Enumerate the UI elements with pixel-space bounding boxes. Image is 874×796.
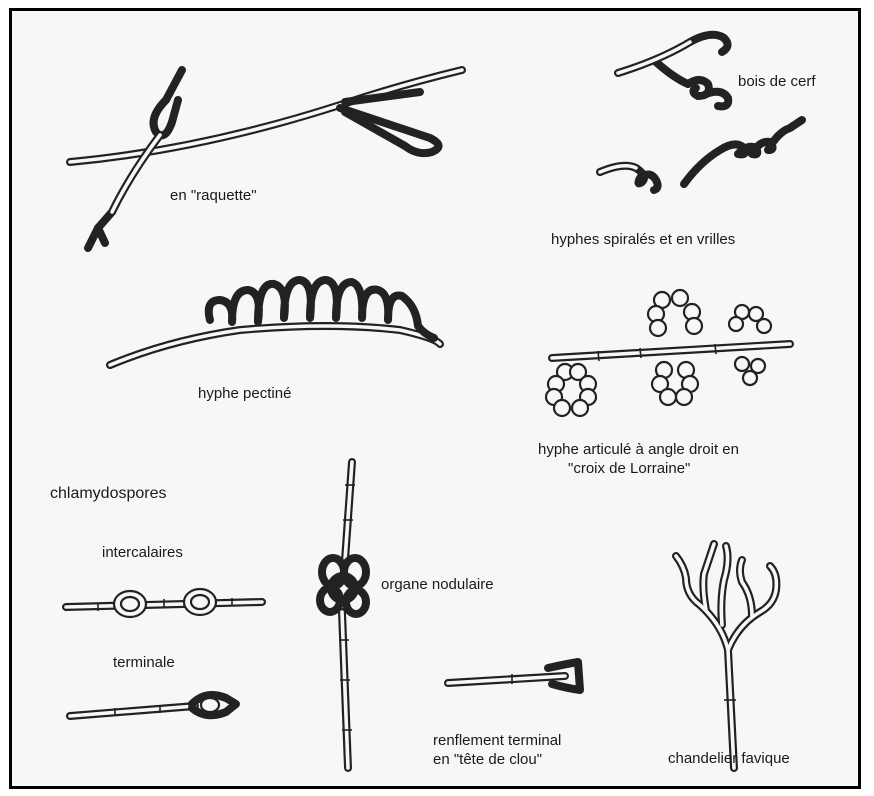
terminal-chlamydospore-drawing — [70, 695, 236, 716]
label-pectine: hyphe pectiné — [198, 384, 291, 403]
raquette-hyphae-drawing — [70, 70, 462, 248]
spiral-hyphae-drawing — [600, 120, 802, 190]
label-intercalaires: intercalaires — [102, 543, 183, 562]
label-articule-line1: hyphe articulé à angle droit en — [538, 440, 739, 459]
label-bois-de-cerf: bois de cerf — [738, 72, 816, 91]
label-tete-line2: en "tête de clou" — [433, 750, 542, 769]
label-tete-line1: renflement terminal — [433, 731, 561, 750]
chandelier-favique-drawing — [676, 544, 776, 768]
label-organe-nodulaire: organe nodulaire — [381, 575, 494, 594]
tete-de-clou-drawing — [448, 662, 580, 690]
label-articule-line2: "croix de Lorraine" — [568, 459, 690, 478]
bois-de-cerf-drawing — [618, 35, 728, 107]
label-terminale: terminale — [113, 653, 175, 672]
label-chandelier: chandelier favique — [668, 749, 790, 768]
label-chlamydospores: chlamydospores — [50, 484, 167, 503]
lorraine-bead-cluster-1 — [546, 364, 596, 416]
label-spirales: hyphes spiralés et en vrilles — [551, 230, 735, 249]
organe-nodulaire-drawing — [320, 462, 366, 768]
intercalary-chlamydospores-drawing — [66, 589, 262, 617]
croix-de-lorraine-drawing — [546, 290, 790, 416]
label-raquette: en "raquette" — [170, 186, 257, 205]
pectine-hyphae-drawing — [110, 280, 440, 365]
